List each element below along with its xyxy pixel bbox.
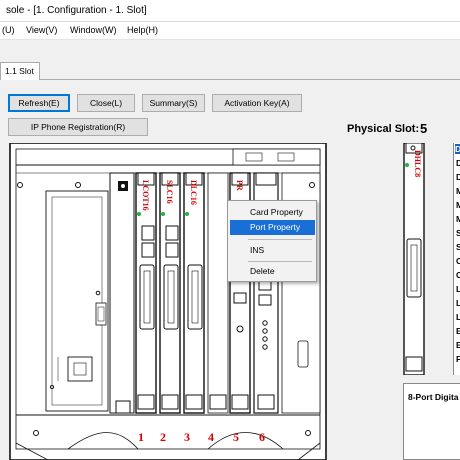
physical-slot-label: Physical Slot:: [347, 123, 420, 135]
preview-card-diagram: [403, 143, 425, 375]
activation-key-button[interactable]: Activation Key(A): [212, 94, 302, 112]
card-label-slc16: SLC16: [165, 180, 174, 204]
menu-bar: (U) View(V) Window(W) Help(H): [0, 22, 460, 40]
context-menu-separator: [248, 239, 312, 240]
summary-button[interactable]: Summary(S): [142, 94, 205, 112]
list-item[interactable]: L: [456, 284, 460, 294]
tab-strip: 1.1 Slot: [0, 62, 460, 80]
list-item[interactable]: D: [456, 158, 460, 168]
context-menu-port-property[interactable]: Port Property: [230, 220, 315, 235]
list-item[interactable]: S: [456, 228, 460, 238]
list-item[interactable]: L: [456, 298, 460, 308]
title-bar: sole - [1. Configuration - 1. Slot]: [0, 0, 460, 22]
slot-card-lcot16: [135, 172, 157, 414]
card-label-dlc16: DLC16: [189, 180, 198, 205]
list-item[interactable]: F: [456, 354, 460, 364]
context-menu-ins[interactable]: INS: [250, 245, 265, 255]
list-item[interactable]: C: [456, 256, 460, 266]
context-menu-separator: [248, 261, 312, 262]
list-item[interactable]: M: [456, 200, 460, 210]
menu-item-window[interactable]: Window(W): [70, 25, 117, 35]
mdi-gap: [0, 40, 460, 64]
context-menu: Card Property Port Property INS Delete: [227, 200, 317, 282]
menu-item-view[interactable]: View(V): [26, 25, 58, 35]
preview-card-label: DHLC8: [413, 150, 422, 178]
list-item[interactable]: D: [456, 172, 460, 182]
tab-slot[interactable]: 1.1 Slot: [0, 62, 40, 80]
card-description-text: 8-Port Digita: [408, 392, 459, 402]
slot-card-dlc16: [183, 172, 205, 414]
slot-card-slc16: [159, 172, 181, 414]
slot-number-6: 6: [259, 430, 265, 444]
menu-item-utility[interactable]: (U): [2, 25, 15, 35]
physical-slot-value: 5: [420, 121, 428, 136]
window-title: sole - [1. Configuration - 1. Slot]: [6, 5, 147, 16]
ip-phone-registration-button[interactable]: IP Phone Registration(R): [8, 118, 148, 136]
list-item[interactable]: S: [456, 242, 460, 252]
card-description-box: 8-Port Digita: [403, 383, 460, 460]
context-menu-delete[interactable]: Delete: [250, 266, 275, 276]
list-item[interactable]: C: [456, 270, 460, 280]
list-item[interactable]: M: [456, 186, 460, 196]
menu-item-help[interactable]: Help(H): [127, 25, 159, 35]
card-label-lcot16: LCOT16: [141, 180, 150, 211]
card-type-list[interactable]: D D D M M M S S C C L L L E E F: [453, 143, 460, 375]
context-menu-card-property[interactable]: Card Property: [250, 207, 303, 217]
slot-empty-4: [207, 172, 229, 414]
slot-number-2: 2: [160, 430, 166, 444]
list-item[interactable]: E: [456, 326, 460, 336]
slot-number-5: 5: [233, 430, 239, 444]
list-item[interactable]: D: [455, 144, 460, 154]
slot-number-3: 3: [184, 430, 190, 444]
card-label-pr: PR: [235, 180, 244, 191]
list-item[interactable]: L: [456, 312, 460, 322]
slot-number-1: 1: [138, 430, 144, 444]
list-item[interactable]: M: [456, 214, 460, 224]
slot-number-4: 4: [208, 430, 214, 444]
close-button[interactable]: Close(L): [77, 94, 135, 112]
list-item[interactable]: E: [456, 340, 460, 350]
refresh-button[interactable]: Refresh(E): [8, 94, 70, 112]
